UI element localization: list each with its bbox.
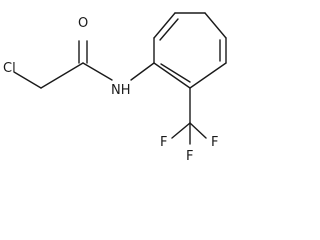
ring-inner-double-1 [159, 18, 179, 41]
ring-bond-4 [204, 12, 227, 39]
bond-n-ring [130, 62, 155, 81]
nh-atom-label: NH [111, 83, 131, 98]
fluorine-atom-label-left: F [160, 135, 167, 150]
ring-bond-7 [153, 62, 191, 89]
bond-c-n [82, 62, 113, 81]
bond-c-f-right [189, 122, 207, 139]
fluorine-atom-label-right: F [211, 135, 218, 150]
chlorine-atom-label: Cl [3, 61, 16, 76]
bond-c-f-left [171, 122, 191, 139]
bond-ch2-c-carbonyl [40, 62, 84, 89]
ring-bond-6 [189, 62, 227, 89]
chemical-structure-diagram: Cl O NH F F F [3, 12, 227, 164]
ring-bond-2 [153, 12, 176, 39]
bond-cl-ch2 [13, 71, 42, 89]
structure-canvas: Cl O NH F F F [3, 12, 227, 164]
fluorine-atom-label-bottom: F [186, 149, 193, 164]
oxygen-atom-label: O [78, 16, 88, 31]
ring-inner-double-3 [160, 63, 191, 83]
